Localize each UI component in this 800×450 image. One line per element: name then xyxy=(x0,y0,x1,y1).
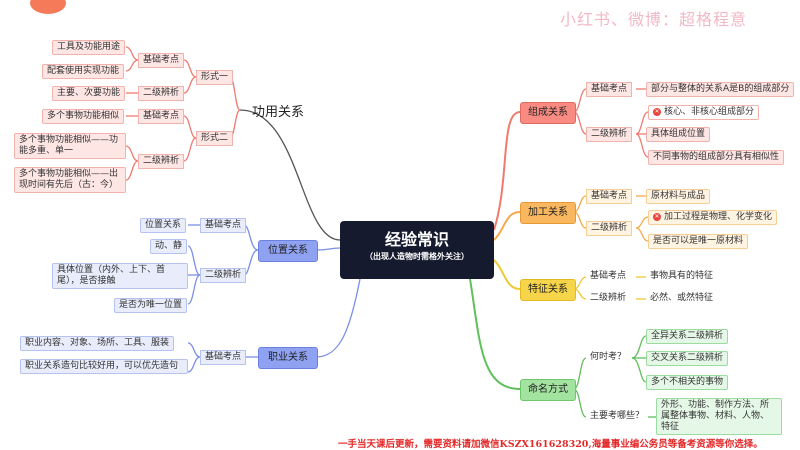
zucheng-second-item[interactable]: 不同事物的组成部分具有相似性 xyxy=(648,150,785,165)
tezheng-second[interactable]: 二级辨析 xyxy=(590,293,627,303)
gongyong-f2-base[interactable]: 基础考点 xyxy=(138,109,185,124)
mingming-what[interactable]: 主要考哪些？ xyxy=(590,411,645,421)
gongyong-form1[interactable]: 形式一 xyxy=(196,70,234,85)
gongyong-f2-second-item[interactable]: 多个事物功能相似——出现时间有先后（古：今） xyxy=(14,167,126,193)
gongyong-f1-base-item[interactable]: 工具及功能用途 xyxy=(52,40,126,55)
weizhi-second-item[interactable]: 动、静 xyxy=(150,239,188,254)
zucheng-second-item-1[interactable]: ✕核心、非核心组成部分 xyxy=(648,105,760,120)
gongyong-f1-second-item[interactable]: 主要、次要功能 xyxy=(52,86,126,101)
zhiye-base[interactable]: 基础考点 xyxy=(200,350,247,365)
gongyong-f1-base[interactable]: 基础考点 xyxy=(138,53,185,68)
weizhi-second-item[interactable]: 是否为唯一位置 xyxy=(114,298,188,313)
footer-notice: 一手当天课后更新，需要资料请加微信KSZX161628320,海量事业编公务员等… xyxy=(338,439,763,450)
branch-mingming[interactable]: 命名方式 xyxy=(520,379,576,401)
center-subtitle: （出现人造物时需格外关注） xyxy=(365,252,469,261)
zucheng-second-item: 核心、非核心组成部分 xyxy=(664,107,755,117)
warning-mark-icon: ✕ xyxy=(653,212,661,221)
mingming-when-item[interactable]: 全异关系二级辨析 xyxy=(646,329,729,344)
weizhi-base[interactable]: 基础考点 xyxy=(200,218,247,233)
corner-logo xyxy=(30,0,66,14)
zhiye-base-item[interactable]: 职业内容、对象、场所、工具、服装 xyxy=(20,336,175,351)
gongyong-f2-second-item[interactable]: 多个事物功能相似——功能多重、单一 xyxy=(14,133,126,159)
jiagong-second-item[interactable]: 是否可以是唯一原材料 xyxy=(648,234,749,249)
center-topic[interactable]: 经验常识 （出现人造物时需格外关注） xyxy=(340,221,494,279)
zhiye-base-item[interactable]: 职业关系造句比较好用，可以优先造句 xyxy=(20,359,188,374)
zucheng-second[interactable]: 二级辨析 xyxy=(586,127,633,142)
watermark: 小红书、微博：超格程意 xyxy=(560,10,748,29)
weizhi-second-item[interactable]: 具体位置（内外、上下、首尾），是否接触 xyxy=(52,263,188,289)
zucheng-base-item[interactable]: 部分与整体的关系A是B的组成部分 xyxy=(646,82,795,97)
tezheng-base-item[interactable]: 事物具有的特征 xyxy=(646,270,718,283)
gongyong-f2-base-item[interactable]: 多个事物功能相似 xyxy=(42,109,125,124)
jiagong-second[interactable]: 二级辨析 xyxy=(586,221,633,236)
mingming-when-item[interactable]: 交叉关系二级辨析 xyxy=(646,351,729,366)
branch-weizhi[interactable]: 位置关系 xyxy=(258,240,318,262)
jiagong-second-item: 加工过程是物理、化学变化 xyxy=(664,212,773,222)
branch-zucheng[interactable]: 组成关系 xyxy=(520,102,576,124)
zucheng-second-item[interactable]: 具体组成位置 xyxy=(646,127,711,142)
warning-mark-icon: ✕ xyxy=(653,107,661,116)
tezheng-second-item[interactable]: 必然、或然特征 xyxy=(646,292,718,305)
gongyong-form2[interactable]: 形式二 xyxy=(196,131,234,146)
jiagong-base[interactable]: 基础考点 xyxy=(586,189,633,204)
gongyong-f1-second[interactable]: 二级辨析 xyxy=(138,86,185,101)
tezheng-base[interactable]: 基础考点 xyxy=(590,271,627,281)
gongyong-f2-second[interactable]: 二级辨析 xyxy=(138,154,185,169)
branch-zhiye[interactable]: 职业关系 xyxy=(258,347,318,369)
mingming-when-item[interactable]: 多个不相关的事物 xyxy=(646,375,729,390)
mingming-when[interactable]: 何时考？ xyxy=(590,352,627,362)
center-title: 经验常识 xyxy=(384,230,449,249)
branch-jiagong[interactable]: 加工关系 xyxy=(520,202,576,224)
branch-gongyong[interactable]: 功用关系 xyxy=(252,105,305,120)
weizhi-base-item[interactable]: 位置关系 xyxy=(140,218,187,233)
mingming-what-item[interactable]: 外形、功能、制作方法、所属整体事物、材料、人物、特征 xyxy=(656,398,782,435)
weizhi-second[interactable]: 二级辨析 xyxy=(200,268,247,283)
jiagong-base-item[interactable]: 原材料与成品 xyxy=(646,189,711,204)
branch-tezheng[interactable]: 特征关系 xyxy=(520,279,576,301)
zucheng-base[interactable]: 基础考点 xyxy=(586,82,633,97)
gongyong-f1-base-item[interactable]: 配套使用实现功能 xyxy=(42,64,125,79)
jiagong-second-item-1[interactable]: ✕加工过程是物理、化学变化 xyxy=(648,210,778,225)
